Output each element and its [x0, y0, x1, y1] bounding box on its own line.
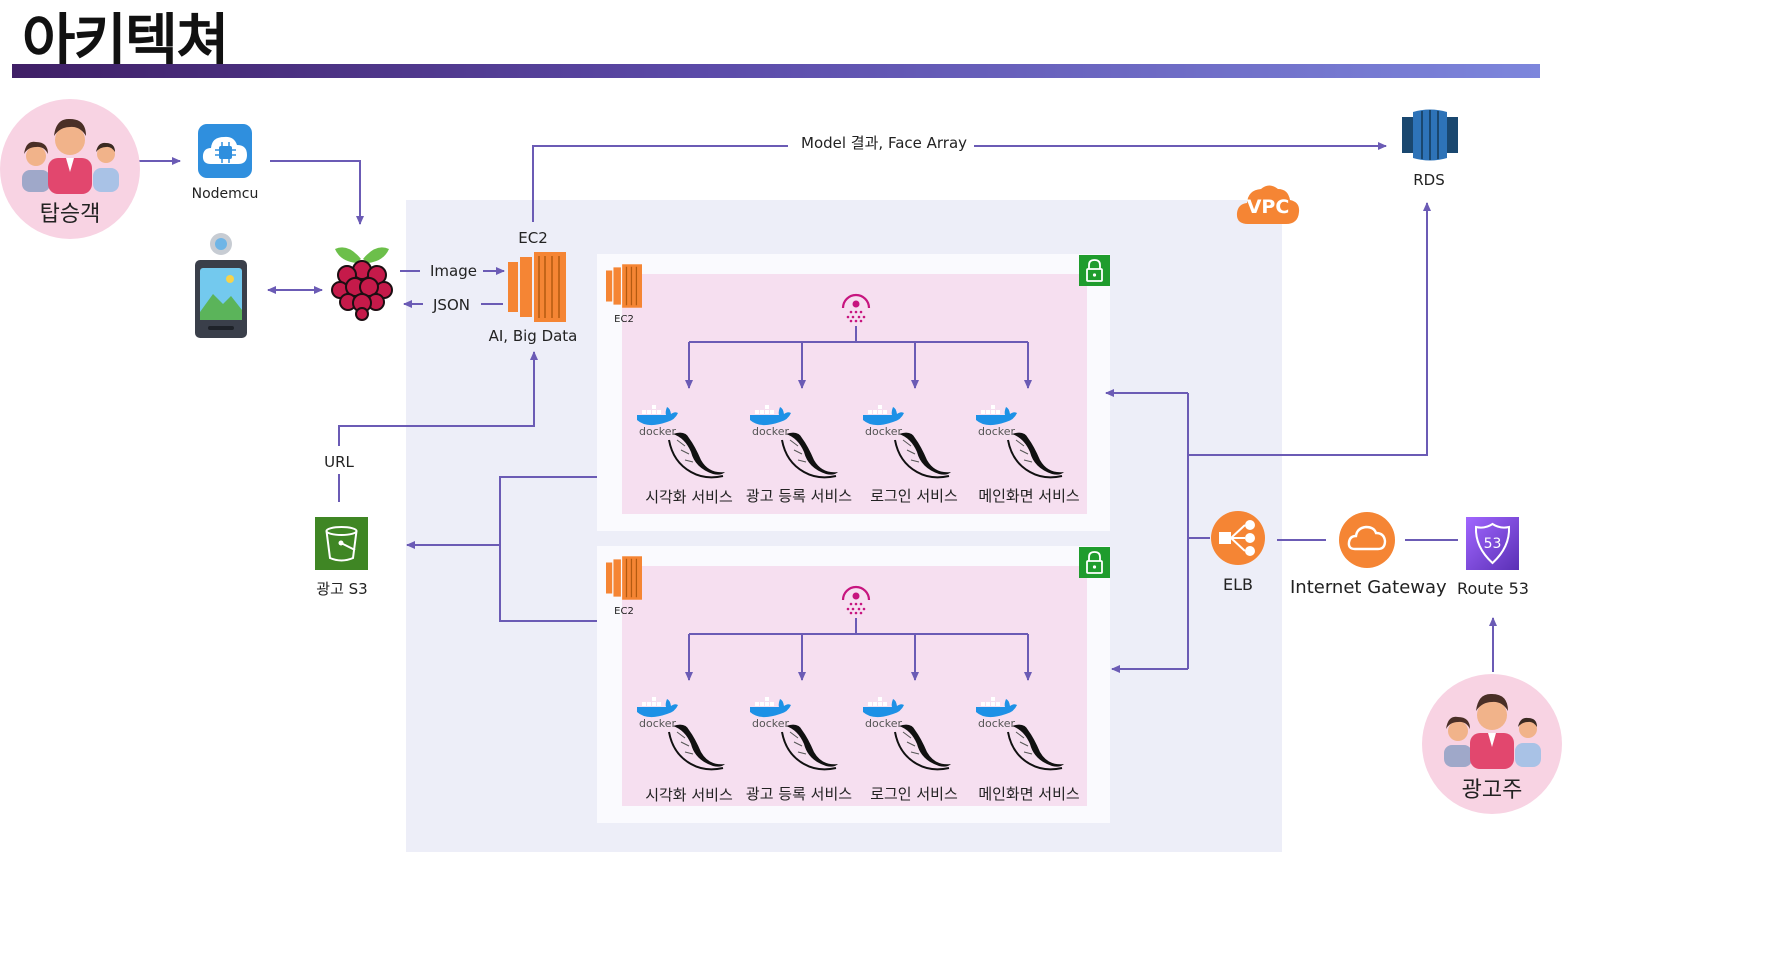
s3-node — [315, 517, 368, 570]
docker-wordmark: docker — [978, 425, 1016, 438]
model-result-edge-label: Model 결과, Face Array — [801, 134, 968, 152]
cloud-chip-icon — [202, 136, 247, 164]
service-node: docker — [746, 400, 858, 490]
docker-wordmark: docker — [865, 425, 903, 438]
docker-flask-icon — [976, 697, 1064, 771]
service-node: docker — [972, 692, 1084, 782]
service-label: 광고 등록 서비스 — [745, 487, 853, 505]
vpc-badge: VPC — [1234, 180, 1302, 228]
url-edge-label: URL — [324, 453, 354, 471]
image-edge-label: Image — [430, 262, 477, 280]
docker-wordmark: docker — [639, 717, 677, 730]
service-label: 메인화면 서비스 — [978, 785, 1080, 803]
docker-wordmark: docker — [752, 717, 790, 730]
service-label: 시각화 서비스 — [645, 488, 733, 506]
people-group-icon — [1444, 693, 1541, 769]
cluster-2-services — [622, 566, 1087, 806]
docker-wordmark: docker — [752, 425, 790, 438]
vpc-badge-label: VPC — [1246, 196, 1290, 218]
tablet-camera-icon — [195, 233, 247, 338]
service-label: 시각화 서비스 — [645, 786, 733, 804]
load-balancer-icon — [1211, 511, 1265, 565]
docker-wordmark: docker — [978, 717, 1016, 730]
lock-icon — [1086, 259, 1103, 282]
title-underline — [12, 64, 1540, 78]
advertiser-label: 광고주 — [1461, 778, 1523, 803]
docker-flask-icon — [637, 697, 725, 771]
vpc-cloud-icon — [1236, 185, 1300, 224]
docker-flask-icon — [863, 405, 951, 479]
ec2-instance-icon — [508, 252, 566, 322]
cluster-1-ec2-label: EC2 — [614, 314, 634, 325]
ec2-instance-icon — [606, 264, 642, 308]
docker-flask-icon — [863, 697, 951, 771]
docker-flask-icon — [750, 697, 838, 771]
ai-ec2-label: EC2 — [518, 229, 548, 247]
cloud-gateway-icon — [1339, 512, 1395, 568]
ai-ec2-caption: AI, Big Data — [488, 327, 578, 345]
rds-database-icon — [1402, 109, 1458, 161]
service-label: 메인화면 서비스 — [978, 487, 1080, 505]
service-label: 광고 등록 서비스 — [745, 785, 853, 803]
elb-label: ELB — [1223, 575, 1253, 594]
docker-flask-icon — [750, 405, 838, 479]
nodemcu-node — [198, 124, 252, 178]
s3-bucket-icon — [325, 526, 358, 562]
docker-wordmark: docker — [639, 425, 677, 438]
docker-flask-icon — [637, 405, 725, 479]
igw-label: Internet Gateway — [1290, 577, 1447, 598]
route53-badge-number: 53 — [1483, 536, 1502, 552]
nginx-icon — [841, 585, 871, 615]
docker-flask-icon — [976, 405, 1064, 479]
service-label: 로그인 서비스 — [870, 487, 958, 505]
ec2-instance-icon — [606, 556, 642, 600]
raspberry-pi-icon — [331, 247, 393, 321]
passenger-label: 탑승객 — [39, 202, 101, 227]
cluster-1-security — [1079, 255, 1110, 286]
cluster-2-security — [1079, 547, 1110, 578]
service-node: docker — [972, 400, 1084, 490]
docker-wordmark: docker — [865, 717, 903, 730]
service-node: docker — [859, 400, 971, 490]
people-group-icon — [22, 118, 119, 194]
rds-label: RDS — [1413, 171, 1445, 189]
route53-label: Route 53 — [1457, 579, 1529, 598]
json-edge-label: JSON — [433, 296, 470, 314]
service-node: docker — [746, 692, 858, 782]
route53-node: 53 — [1466, 517, 1519, 570]
cluster-1-services — [622, 274, 1087, 514]
service-node: docker — [633, 692, 745, 782]
page-title: 아키텍쳐 — [22, 7, 229, 75]
cluster-2-ec2-label: EC2 — [614, 606, 634, 617]
nginx-icon — [841, 293, 871, 323]
nodemcu-label: Nodemcu — [191, 186, 259, 202]
service-label: 로그인 서비스 — [870, 785, 958, 803]
route53-shield-icon — [1474, 522, 1511, 565]
service-node: docker — [633, 400, 745, 490]
s3-label: 광고 S3 — [316, 580, 368, 598]
lock-icon — [1086, 551, 1103, 574]
service-node: docker — [859, 692, 971, 782]
